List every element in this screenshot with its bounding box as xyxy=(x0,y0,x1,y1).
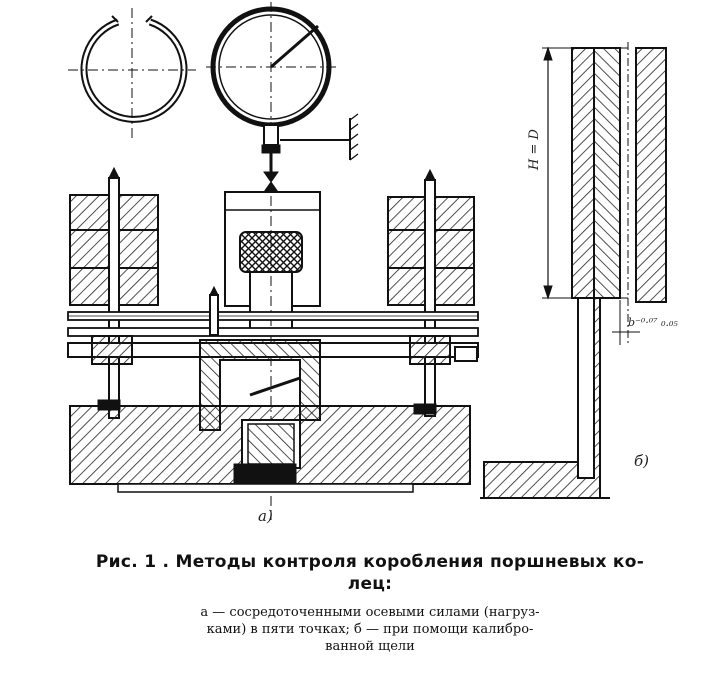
caption-text-line1: а — сосредоточенными осевыми силами (наг… xyxy=(200,605,540,620)
dimension-label: H = D xyxy=(527,129,542,170)
ring-top-view xyxy=(68,8,196,140)
label-b: б) xyxy=(634,452,650,470)
dial-indicator xyxy=(206,2,359,210)
label-a: а) xyxy=(258,507,273,525)
caption-title-line2: лец: xyxy=(347,574,393,594)
central-column xyxy=(224,191,321,520)
ring-under-test xyxy=(67,311,479,337)
support-arm xyxy=(67,335,479,431)
base-plate xyxy=(69,399,471,493)
caption-text-line2: ками) в пяти точках; б — при помощи кали… xyxy=(206,622,534,637)
caption-text-line3: ванной щели xyxy=(325,639,415,654)
load-weight-right xyxy=(387,168,475,417)
caption-title: Рис. 1 . Методы контроля коробления порш… xyxy=(40,552,700,594)
caption-title-line1: Рис. 1 . Методы контроля коробления порш… xyxy=(95,552,645,572)
tolerance-label: b⁻⁰·⁰⁷ ₀.₀₅ xyxy=(628,316,678,329)
figure-caption: Рис. 1 . Методы контроля коробления порш… xyxy=(40,552,700,655)
middle-pin xyxy=(209,285,219,336)
load-weight-left xyxy=(69,166,159,419)
calibrated-slot-gauge xyxy=(480,42,667,499)
piston-ring-warp-diagram xyxy=(67,2,667,520)
caption-text: а — сосредоточенными осевыми силами (наг… xyxy=(40,604,700,655)
